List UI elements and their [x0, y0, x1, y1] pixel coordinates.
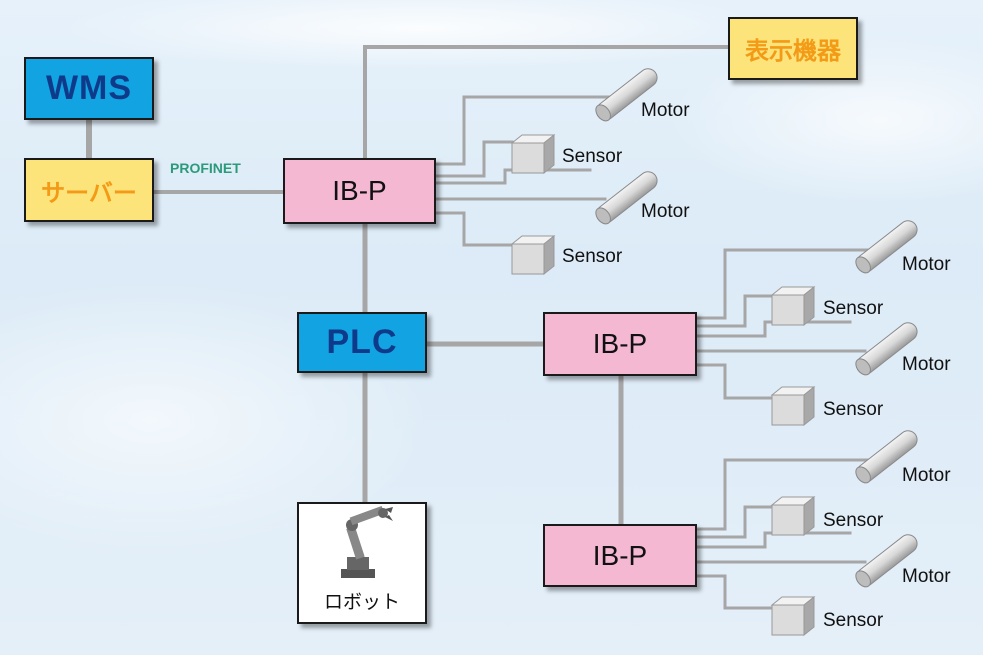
ibp-mid-label: IB-P: [592, 328, 648, 359]
sensor-1-label: Sensor: [562, 146, 623, 167]
plc-node: PLC: [297, 312, 427, 373]
sensor-6-label: Sensor: [823, 610, 884, 631]
motor-3-label: Motor: [902, 254, 951, 275]
ibp-bottom-label: IB-P: [592, 539, 648, 571]
motor-5-label: Motor: [902, 465, 951, 486]
wms-label: WMS: [45, 69, 133, 107]
sensor-2-label: Sensor: [562, 246, 623, 267]
sensor-5-icon: [770, 495, 816, 537]
sensor-1-icon: [510, 133, 556, 175]
motor-5-icon: [855, 430, 918, 484]
robot-label: ロボット: [323, 592, 400, 613]
server-label: サーバー: [41, 179, 137, 207]
sensor-3-label: Sensor: [823, 298, 884, 319]
sensor-5-label: Sensor: [823, 510, 884, 531]
robot-arm-icon: [341, 505, 393, 578]
plc-label: PLC: [326, 323, 398, 361]
display-device-label: 表示機器: [745, 38, 841, 65]
sensor-3-icon: [770, 285, 816, 327]
motor-2-icon: [595, 171, 658, 225]
motor-1-icon: [595, 68, 658, 122]
motor-6-icon: [855, 534, 918, 588]
display-bus-line: [363, 45, 730, 160]
sensor-6-icon: [770, 595, 816, 637]
sensor-2-icon: [510, 234, 556, 276]
display-device-node: 表示機器: [728, 17, 858, 80]
motor-4-label: Motor: [902, 354, 951, 375]
ibp-top-node: IB-P: [283, 158, 436, 224]
ibp-top-label: IB-P: [332, 175, 387, 206]
motor-2-label: Motor: [641, 201, 690, 222]
wms-node: WMS: [24, 57, 154, 120]
robot-node: ロボット: [297, 502, 427, 624]
ibp-mid-node: IB-P: [543, 312, 697, 376]
motor-4-icon: [855, 322, 918, 376]
sensor-4-icon: [770, 385, 816, 427]
protocol-label: PROFINET: [170, 160, 241, 176]
ibp-bottom-branches: [695, 458, 882, 610]
motor-1-label: Motor: [641, 100, 690, 121]
ibp-bottom-node: IB-P: [543, 524, 697, 587]
server-node: サーバー: [24, 158, 154, 222]
motor-3-icon: [855, 220, 918, 274]
motor-6-label: Motor: [902, 566, 951, 587]
sensor-4-label: Sensor: [823, 399, 884, 420]
